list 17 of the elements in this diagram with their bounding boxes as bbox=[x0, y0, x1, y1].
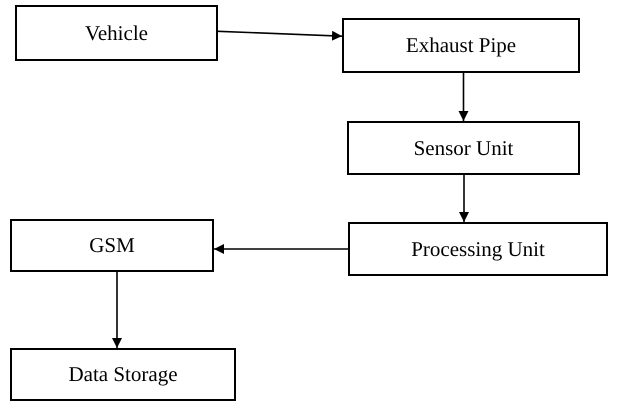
process-box bbox=[15, 5, 218, 61]
arrow bbox=[214, 244, 348, 254]
box-label: Processing Unit bbox=[411, 236, 545, 262]
arrow bbox=[458, 73, 468, 121]
arrow bbox=[459, 175, 469, 222]
process-box bbox=[348, 222, 608, 276]
box-label: GSM bbox=[89, 233, 135, 258]
process-box bbox=[342, 18, 580, 73]
arrow bbox=[218, 30, 342, 41]
box-label: Exhaust Pipe bbox=[406, 33, 516, 58]
box-label: Vehicle bbox=[85, 20, 148, 46]
box-label: Sensor Unit bbox=[414, 136, 514, 160]
process-box bbox=[10, 348, 236, 401]
process-box bbox=[10, 219, 214, 272]
arrow bbox=[112, 272, 122, 348]
box-label: Data Storage bbox=[68, 362, 178, 387]
process-box bbox=[347, 121, 580, 175]
